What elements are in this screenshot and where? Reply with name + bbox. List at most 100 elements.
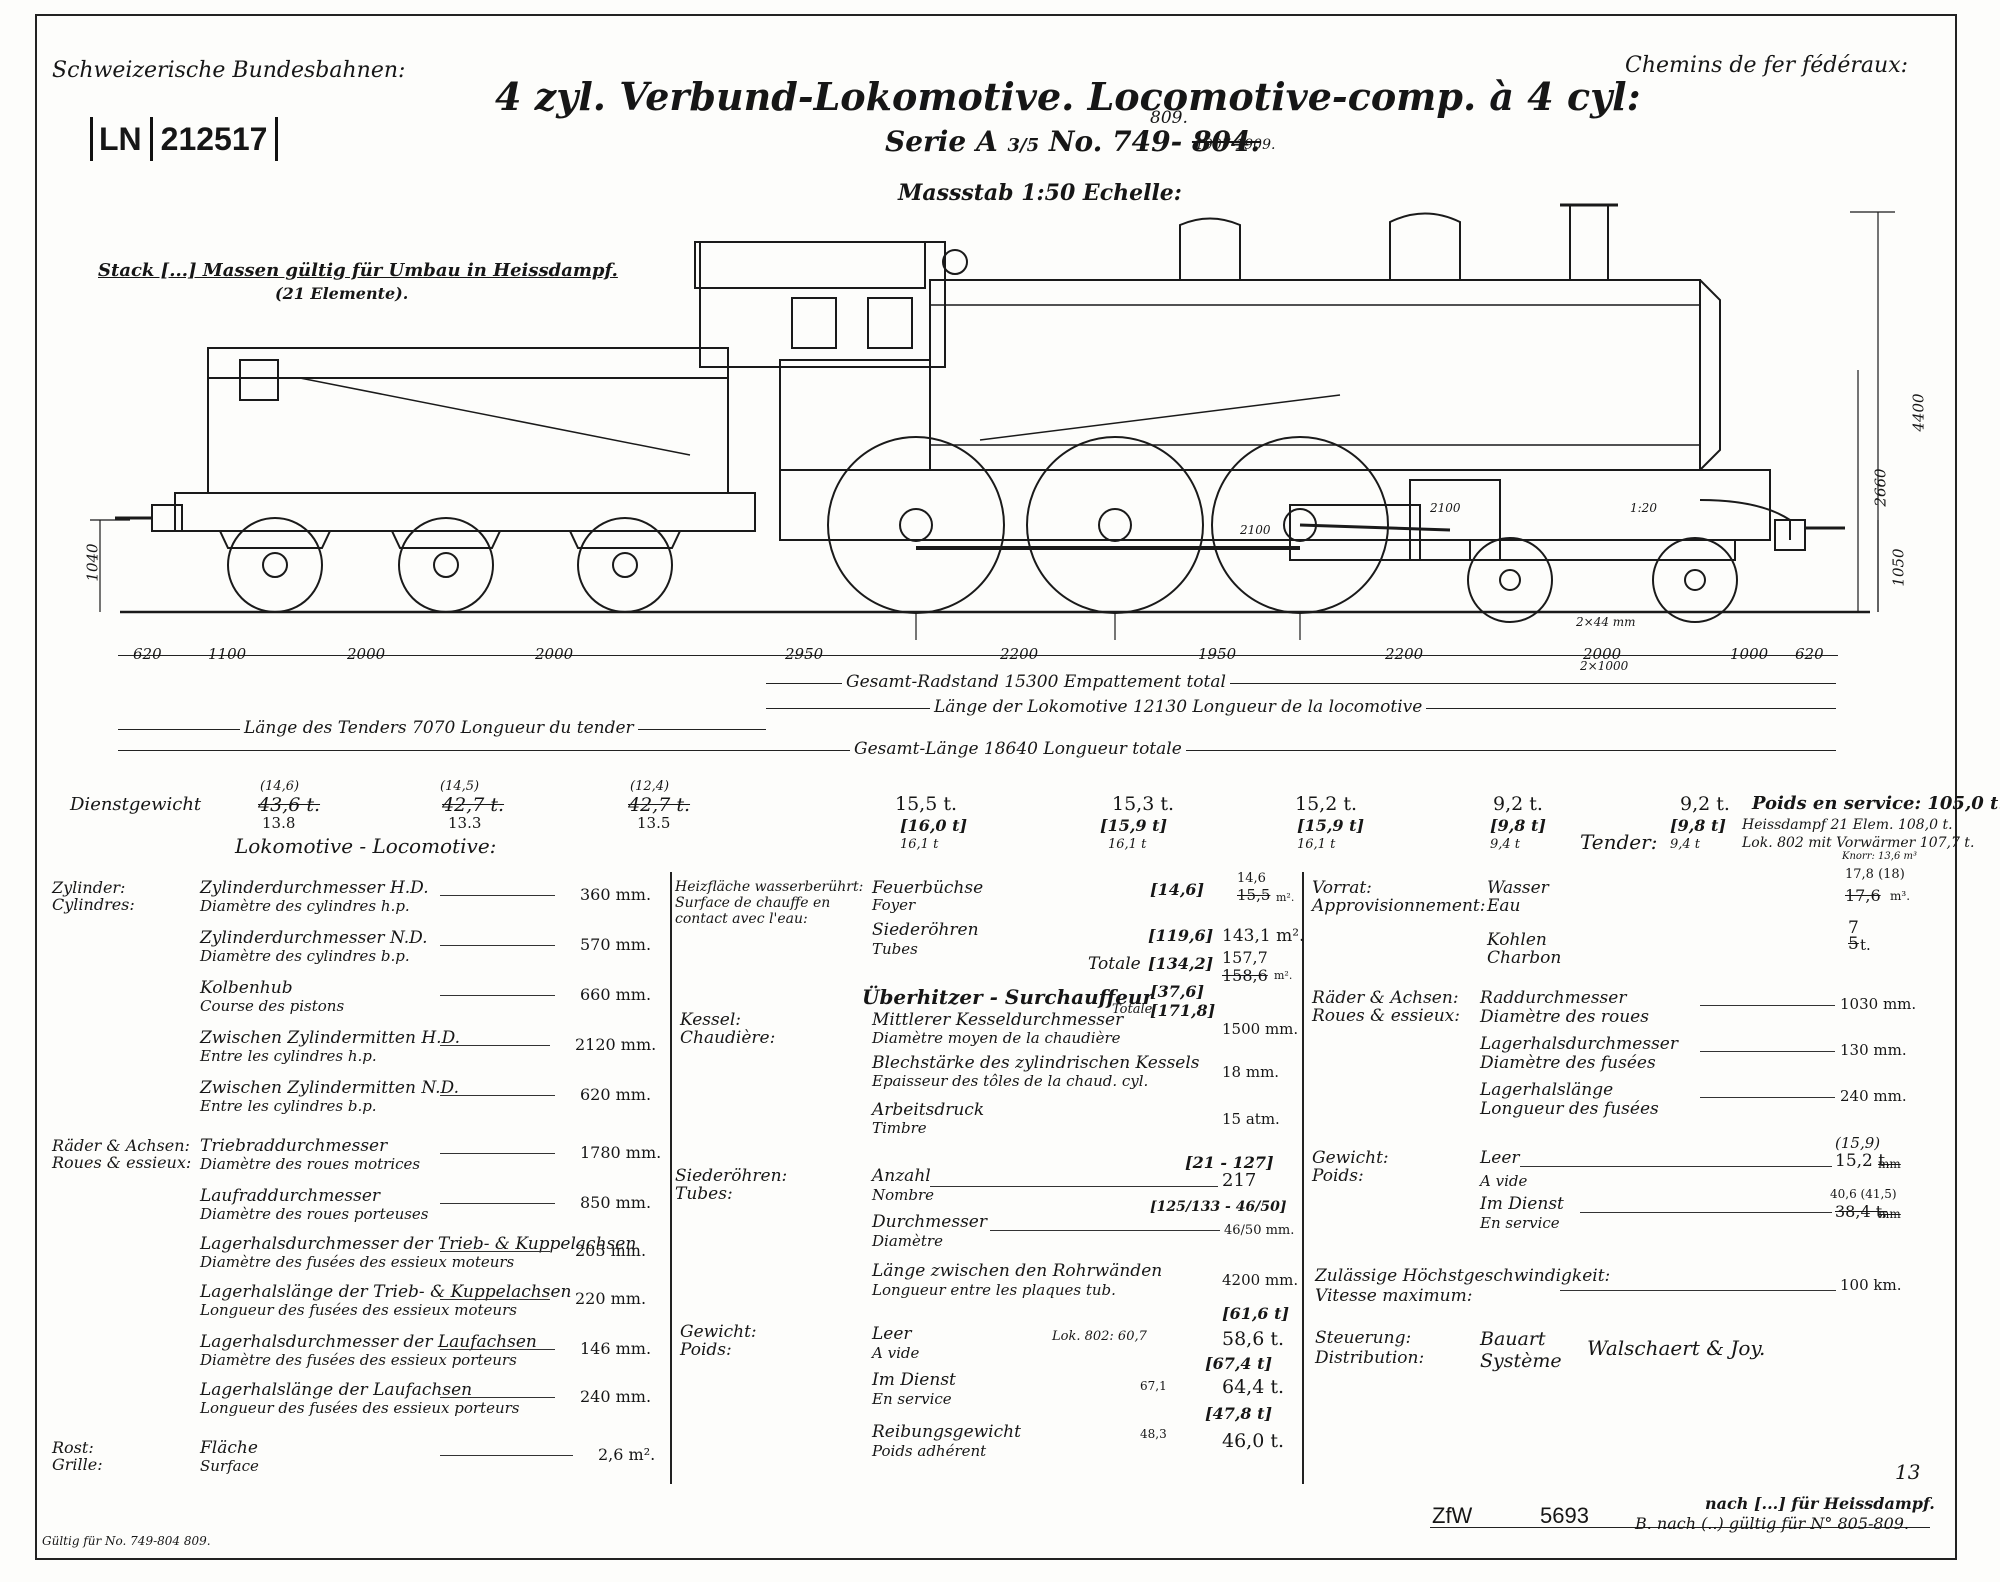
raeder3-value: 130 mm. [1840,1041,1907,1059]
knorr-note: Knorr: 13,6 m³ [1842,851,1917,862]
col1-value: 205 mm. [575,1241,647,1260]
tender-axle2-value: 13.3 [448,814,482,832]
col1-category-fr: Grille: [52,1455,103,1474]
speed-l1: Zulässige Höchstgeschwindigkeit: [1315,1266,1611,1286]
gueltig-note: Gültig für No. 749-804 809. [42,1534,211,1548]
anzahl-leader [930,1186,1218,1187]
tender-filler [239,359,279,401]
lok802-weight: Lok. 802 mit Vorwärmer 107,7 t. [1742,835,1975,851]
raeder3-cat-1: Räder & Achsen: [1312,988,1459,1008]
boiler [929,279,1701,471]
loco-axle5-value: 9,2 t. [1680,793,1730,815]
locomotive-frame [779,469,1771,541]
anzahl-l2: Nombre [872,1186,935,1204]
tender-length-label: Länge des Tenders 7070 Longueur du tende… [240,720,638,737]
header-left: Schweizerische Bundesbahnen: [52,58,406,83]
radstand-label: Gesamt-Radstand 15300 Empattement total [842,674,1230,691]
wasser-unit: m³. [1890,889,1911,903]
col1-value: 2,6 m². [598,1445,656,1464]
steuer-l1: Steuerung: [1315,1328,1412,1348]
cab-window-left [791,297,837,349]
serie-prefix: Serie A [885,125,998,158]
dienst-l2: En service [872,1390,952,1408]
heizflaeche-cat-2: Surface de chauffe en [675,895,831,911]
kessel-cat-1: Kessel: [680,1010,741,1030]
col1-leader [440,1095,555,1096]
col1-leader [440,1349,555,1350]
col1-label-de: Lagerhalslänge der Trieb- & Kuppelachsen [200,1282,572,1302]
ln-label: LN [99,120,142,157]
segment-2200-a: 2200 [1000,645,1039,663]
raeder3-cat-2: Roues & essieux: [1312,1006,1460,1026]
loco-axle2-bracket: [15,9 t] [1100,816,1168,835]
tender-body [207,347,729,494]
feuer-bracket: [14,6] [1150,880,1205,899]
anzahl-value: 217 [1222,1170,1257,1191]
col1-leader [440,1153,555,1154]
segment-1000: 1000 [1730,645,1769,663]
tender-axle3-struck: 42,7 t. [628,794,691,816]
serie-class: 3/5 [1007,135,1040,156]
cab-window-right [867,297,913,349]
scale-label: Massstab 1:50 Echelle: [898,180,1182,206]
zfw-number: 5693 [1540,1503,1589,1528]
col1-value: 360 mm. [580,885,652,904]
loco-axle5-bracket: [9,8 t] [1670,816,1726,835]
serie-above: 809. [1150,108,1188,128]
raeder3-label-de: Lagerhalsdurchmesser [1480,1034,1678,1054]
wasser-l2: Eau [1487,896,1521,916]
anzahl-l1: Anzahl [872,1166,931,1186]
dim-scale-1-20: 1:20 [1630,501,1657,515]
tender-frame [174,492,756,532]
siede-l1: Siederöhren [872,920,979,940]
kessel-label-fr: Timbre [872,1119,927,1137]
sand-dome [1389,212,1461,280]
tender-axle1-value: 13.8 [262,814,296,832]
heizflaeche-cat-3: contact avec l'eau: [675,911,808,927]
feuer-l1: Feuerbüchse [872,878,984,898]
wasser-new: 17,8 (18) [1845,867,1905,882]
col1-label-fr: Diamètre des fusées des essieux porteurs [200,1351,517,1369]
loco-axle3-bracket: [15,9 t] [1297,816,1365,835]
col1-leader [440,1203,555,1204]
lok-length-label: Länge der Lokomotive 12130 Longueur de l… [930,699,1427,716]
totale-unit: m². [1274,969,1293,982]
ueberhitzer-bracket2: [171,8] [1150,1001,1216,1020]
siede-cat-1: Siederöhren: [675,1166,788,1186]
whistle-dome [942,249,968,275]
kessel-label-de: Blechstärke des zylindrischen Kessels [872,1053,1200,1073]
col1-leader [440,945,555,946]
laenge-l1: Länge zwischen den Rohrwänden [872,1261,1163,1281]
raeder3-value: 240 mm. [1840,1087,1907,1105]
locomotive-drawing [90,203,1895,640]
segment-2950: 2950 [785,645,824,663]
col1-value: 620 mm. [580,1085,652,1104]
col1-leader [440,1299,550,1300]
col1-label-de: Lagerhalsdurchmesser der Trieb- & Kuppel… [200,1234,637,1254]
kessel-label-fr: Epaisseur des tôles de la chaud. cyl. [872,1072,1149,1090]
kessel-label-de: Arbeitsdruck [872,1100,985,1120]
serie-struck: 804. [1191,125,1261,158]
cab-side [779,359,931,471]
anzahl-bracket: [21 - 127] [1185,1153,1274,1172]
vertical-dimensions [90,211,1895,612]
loco-axle1-value: 15,5 t. [895,793,958,815]
dienst-note: 67,1 [1140,1379,1167,1393]
reib-bracket: [47,8 t] [1205,1404,1273,1423]
totale-bracket: [134,2] [1148,954,1214,973]
ueberhitzer-bracket: [37,6] [1150,982,1205,1001]
segment-620-right: 620 [1795,645,1824,663]
steam-dome [1179,217,1241,280]
radstand-line [766,683,1836,684]
kohlen-unit: t. [1860,936,1871,954]
bogie-wheels [1467,537,1738,623]
cab-roof [694,241,926,289]
footer-note-1: nach [...] für Heissdampf. [1705,1494,1935,1513]
tender-wheels [218,517,682,613]
durchm-leader [990,1230,1220,1231]
kohlen-l2: Charbon [1487,948,1562,968]
dienstgewicht-label: Dienstgewicht [70,794,202,815]
ln-right-bar [275,117,279,161]
smokebox-door [1699,279,1721,471]
tender-buffer-beam [151,504,183,532]
